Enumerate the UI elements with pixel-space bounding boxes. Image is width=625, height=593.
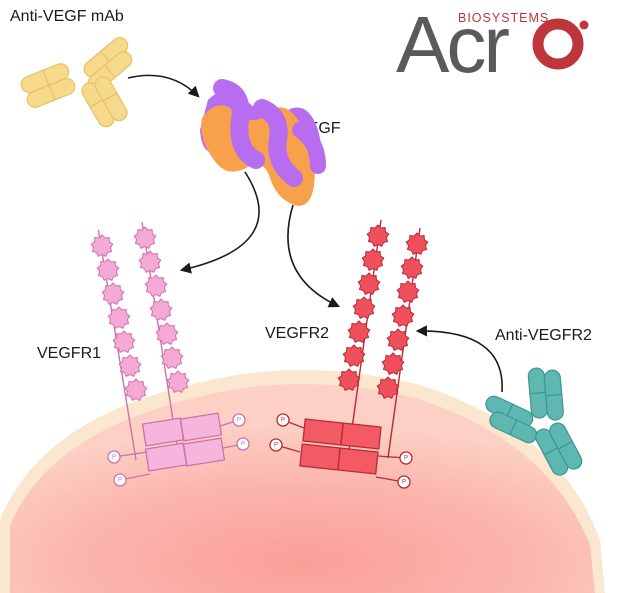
vegfr2-chain-right-domain: [386, 328, 410, 351]
label-anti-vegf-mab: Anti-VEGF mAb: [10, 8, 124, 25]
phosphate-label: P: [237, 418, 241, 424]
vegfr2-chain-left-domain: [347, 320, 371, 343]
phosphate-label: P: [118, 478, 122, 484]
phosphate-circle-icon: [107, 450, 121, 464]
phosphate-label: P: [241, 442, 245, 448]
cell: [0, 370, 605, 593]
vegfr2-chain-left-domain: [357, 272, 381, 295]
phosphate-label: P: [404, 456, 408, 462]
label-vegfr2: VEGFR2: [265, 325, 329, 342]
vegfr2-chain-right-domain: [400, 256, 424, 279]
logo-main-text: Acr: [396, 0, 509, 89]
vegfr1-kinase-domain: [141, 412, 226, 472]
vegfr1-phosphates: P P P P: [107, 413, 250, 487]
vegfr2-chain-right-domain: [381, 352, 405, 375]
phosphate-label: P: [112, 455, 116, 461]
vegfr1-chain-right-domain: [149, 298, 173, 321]
phosphate-circle-icon: [397, 475, 411, 489]
arrows: [127, 74, 503, 393]
vegfr2-chain-left-domain: [361, 248, 385, 271]
vegfr1-chain-right-domain: [155, 322, 179, 345]
label-anti-vegfr2: Anti-VEGFR2: [495, 327, 592, 344]
phosphate-circle-icon: [269, 438, 283, 452]
vegfr2-chain-right-domain: [396, 280, 420, 303]
phosphate-label: P: [281, 418, 285, 424]
phosphate-label: P: [274, 443, 278, 449]
vegfr1-receptor: P P P P: [90, 221, 250, 487]
vegfr1-chain-left-domain: [112, 330, 136, 353]
phosphate-circle-icon: [113, 473, 127, 487]
vegfr1-chain-left-domain: [90, 234, 114, 257]
phosphate-circle-icon: [399, 451, 413, 465]
vegfr2-receptor: P P P P: [269, 219, 429, 489]
logo-o-ring: [532, 18, 584, 70]
phosphate-label: P: [402, 480, 406, 486]
vegfr1-chain-right-domain: [166, 370, 190, 393]
label-vegfr1: VEGFR1: [37, 345, 101, 362]
logo-dot: [579, 20, 589, 30]
vegfr2-kinase-domain: [299, 418, 382, 475]
arrow-vegf-to-vegfr2: [287, 204, 341, 308]
logo: BIOSYSTEMS Acr: [396, 0, 589, 89]
vegfr1-chain-left-domain: [118, 354, 142, 377]
anti-vegf-antibody-icon: [20, 37, 133, 128]
vegfr2-chain-right-domain: [376, 376, 400, 399]
vegfr1-chain-left-domain: [101, 282, 125, 305]
vegfr1-chain-right-domain: [144, 274, 168, 297]
vegfr2-chain-right-domain: [405, 232, 429, 255]
logo-biosystems-text: BIOSYSTEMS: [458, 11, 549, 25]
vegfr1-chain-left-domain: [124, 378, 148, 401]
phosphate-circle-icon: [276, 413, 290, 427]
phosphate-circle-icon: [232, 413, 246, 427]
vegfr1-chain-right-domain: [160, 346, 184, 369]
vegfr1-chain-left-domain: [96, 258, 120, 281]
vegfr2-phosphates: P P P P: [269, 413, 413, 489]
arrow-antibody-to-vegf: [127, 74, 200, 98]
vegf-dimer-icon: [200, 79, 326, 206]
vegfr2-chain-left-domain: [352, 296, 376, 319]
arrow-vegf-to-vegfr1: [179, 171, 260, 274]
vegfr1-chains: [90, 221, 190, 461]
vegfr1-chain-right-domain: [138, 250, 162, 273]
arrow-antibody-to-vegfr2: [415, 325, 503, 393]
vegfr2-chain-left-domain: [366, 224, 390, 247]
vegfr2-chain-left-domain: [342, 344, 366, 367]
vegfr2-chain-right-domain: [391, 304, 415, 327]
phosphate-circle-icon: [236, 437, 250, 451]
vegfr1-chain-right-domain: [133, 226, 157, 249]
vegfr1-chain-left-domain: [107, 306, 131, 329]
vegfr2-chain-left-domain: [337, 368, 361, 391]
vegfr2-chains: [337, 219, 429, 459]
anti-vegfr2-antibody-icon: [485, 367, 583, 476]
